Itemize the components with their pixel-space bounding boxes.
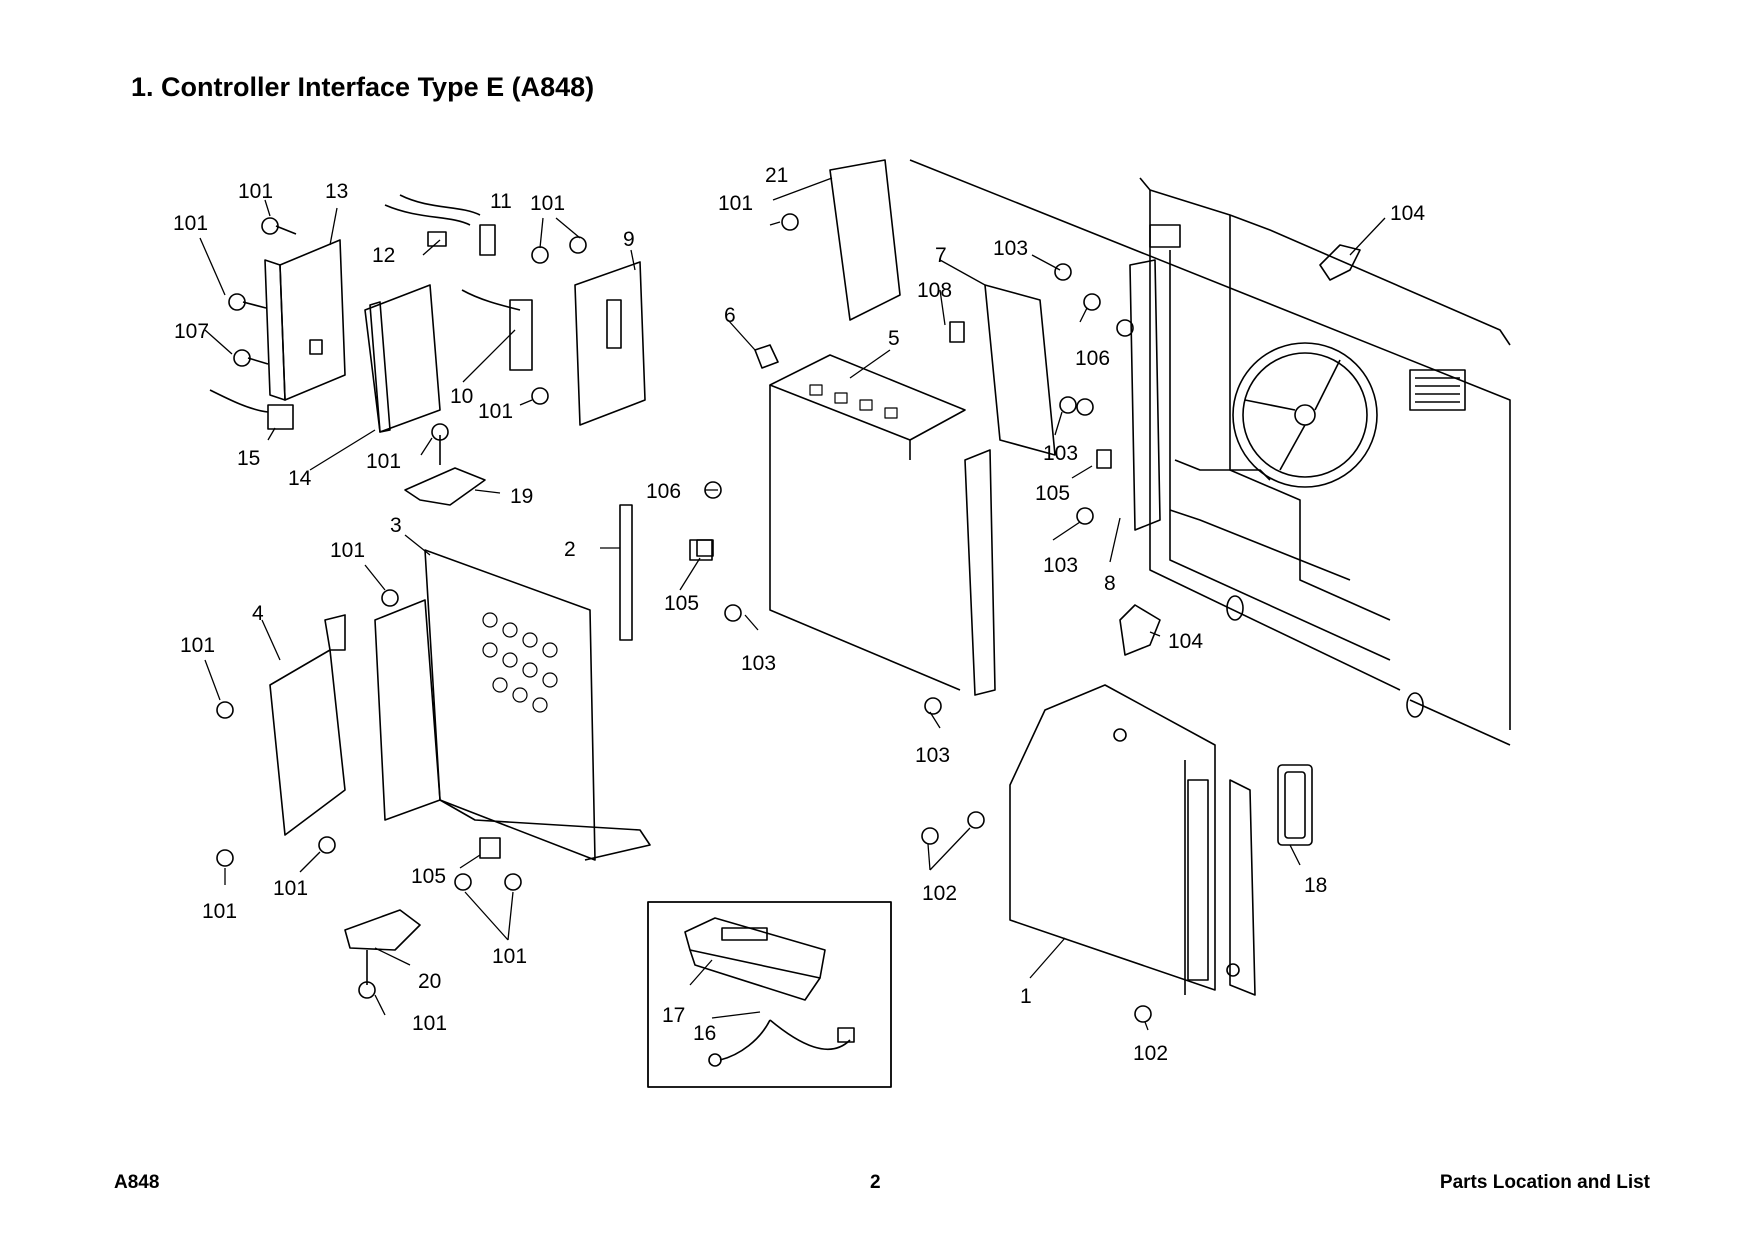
screws-lower (216, 398, 1094, 891)
strip-2 (619, 504, 633, 641)
callout-label: 17 (662, 1004, 685, 1027)
callout-label: 11 (490, 190, 512, 213)
callout-label: 13 (325, 180, 348, 203)
callout-label: 101 (238, 180, 273, 203)
callout-label: 104 (1168, 630, 1203, 653)
callout-label: 101 (173, 212, 208, 235)
callout-label: 101 (180, 634, 215, 657)
callout-label: 12 (372, 244, 395, 267)
screws-102 (921, 811, 1152, 1023)
callout-label: 101 (478, 400, 513, 423)
clip-6 (754, 344, 779, 369)
page-title: 1. Controller Interface Type E (A848) (131, 72, 595, 102)
callout-labels: 101 13 101 107 15 14 11 12 101 9 10 101 … (173, 164, 1425, 1065)
board-9 (531, 236, 646, 426)
callout-label: 103 (993, 237, 1028, 260)
callout-label: 101 (530, 192, 565, 215)
callout-label: 101 (202, 900, 237, 923)
callout-label: 5 (888, 327, 900, 350)
callout-label: 103 (1043, 554, 1078, 577)
footer-page-number: 2 (870, 1172, 881, 1193)
callout-label: 6 (724, 304, 736, 327)
callout-label: 101 (273, 877, 308, 900)
callout-label: 106 (646, 480, 681, 503)
callout-label: 18 (1304, 874, 1327, 897)
callout-label: 101 (718, 192, 753, 215)
callout-label: 101 (366, 450, 401, 473)
footer-section-title: Parts Location and List (1439, 1172, 1650, 1193)
clip-104-mid (1119, 604, 1161, 656)
unit-5 (689, 354, 996, 696)
callout-label: 20 (418, 970, 441, 993)
callout-label: 101 (412, 1012, 447, 1035)
callout-label: 105 (1035, 482, 1070, 505)
callout-label: 9 (623, 228, 635, 251)
callout-label: 15 (237, 447, 260, 470)
callout-label: 21 (765, 164, 788, 187)
gasket-18 (1277, 764, 1313, 846)
unit-1 (1009, 684, 1256, 996)
callout-label: 7 (935, 244, 947, 267)
bracket-20 (344, 909, 421, 999)
board-13 (264, 239, 346, 401)
board-14 (364, 284, 441, 433)
bracket-21 (781, 159, 901, 321)
callout-label: 103 (741, 652, 776, 675)
callout-label: 106 (1075, 347, 1110, 370)
footer-model-code: A848 (114, 1172, 160, 1193)
callout-label: 4 (252, 602, 264, 625)
cage-3 (374, 549, 651, 861)
callout-label: 102 (1133, 1042, 1168, 1065)
callout-label: 103 (1043, 442, 1078, 465)
bracket-7 (949, 263, 1077, 456)
clip-104-top (1319, 244, 1361, 281)
connectors-11-12 (384, 194, 533, 371)
callout-label: 105 (411, 865, 446, 888)
inset-frame (647, 901, 892, 1088)
callout-label: 102 (922, 882, 957, 905)
screws-left (228, 217, 297, 367)
callout-label: 108 (917, 279, 952, 302)
operation-panel-17 (684, 917, 855, 1067)
harness-15 (209, 389, 294, 430)
bracket-8 (1076, 259, 1161, 531)
callout-label: 1 (1020, 985, 1032, 1008)
callout-label: 8 (1104, 572, 1116, 595)
callout-label: 101 (330, 539, 365, 562)
callout-label: 103 (915, 744, 950, 767)
bracket-4 (269, 614, 346, 836)
callout-label: 14 (288, 467, 312, 490)
callout-label: 10 (450, 385, 473, 408)
callout-label: 3 (390, 514, 402, 537)
callout-label: 16 (693, 1022, 716, 1045)
callout-label: 19 (510, 485, 533, 508)
callout-label: 104 (1390, 202, 1425, 225)
callout-label: 105 (664, 592, 699, 615)
callout-label: 107 (174, 320, 209, 343)
callout-label: 101 (492, 945, 527, 968)
bracket-19 (404, 423, 486, 506)
machine-frame (909, 159, 1511, 746)
callout-label: 2 (564, 538, 576, 561)
leader-lines (199, 177, 1386, 1031)
